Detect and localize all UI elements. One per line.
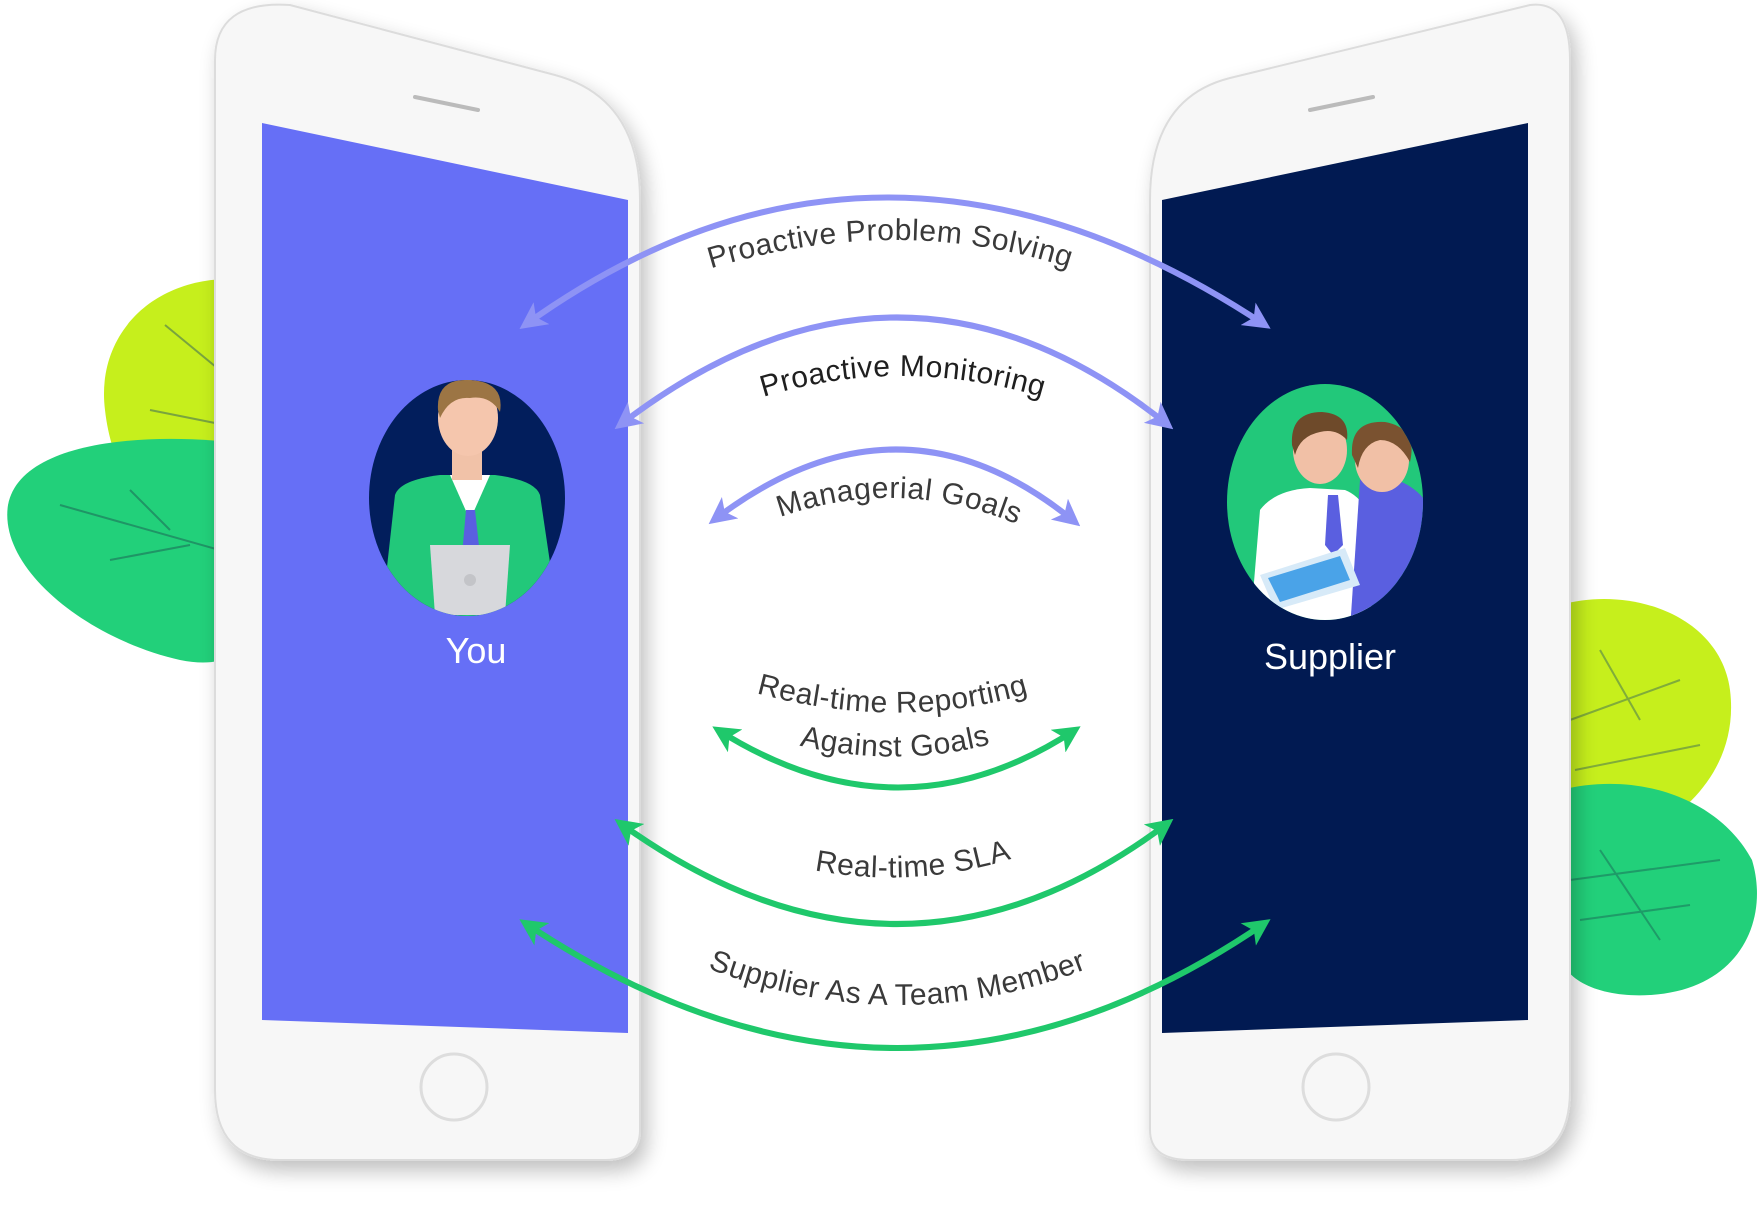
home-button-supplier[interactable]: [1301, 1052, 1371, 1122]
arrow-proactive-monitoring: Proactive Monitoring: [614, 314, 1174, 430]
speaker-slot-you: [413, 95, 480, 112]
party-label-you: You: [446, 630, 507, 671]
two-people-with-tablet-icon: [1227, 384, 1423, 620]
arrow-label-real-time-reporting-line2: Against Goals: [798, 719, 992, 764]
leaf-decoration-right: [1560, 598, 1757, 996]
arrow-label-real-time-reporting-line1: Real-time Reporting: [755, 668, 1031, 720]
arrow-label-proactive-monitoring: Proactive Monitoring: [756, 350, 1049, 404]
speaker-slot-supplier: [1308, 95, 1375, 112]
arrow-label-managerial-goals: Managerial Goals: [772, 472, 1027, 531]
home-button-you[interactable]: [419, 1052, 489, 1122]
arrow-label-proactive-problem-solving: Proactive Problem Solving: [704, 214, 1078, 275]
person-with-laptop-icon: [369, 380, 565, 616]
arrow-managerial-goals: Managerial Goals: [708, 446, 1081, 531]
arrow-label-supplier-as-team-member: Supplier As A Team Member: [705, 944, 1090, 1012]
arrow-label-real-time-sla: Real-time SLA: [813, 834, 1014, 885]
party-label-supplier: Supplier: [1264, 636, 1396, 677]
arrow-real-time-reporting: Real-time Reporting Against Goals: [712, 668, 1081, 791]
arrow-real-time-sla: Real-time SLA: [614, 818, 1174, 927]
